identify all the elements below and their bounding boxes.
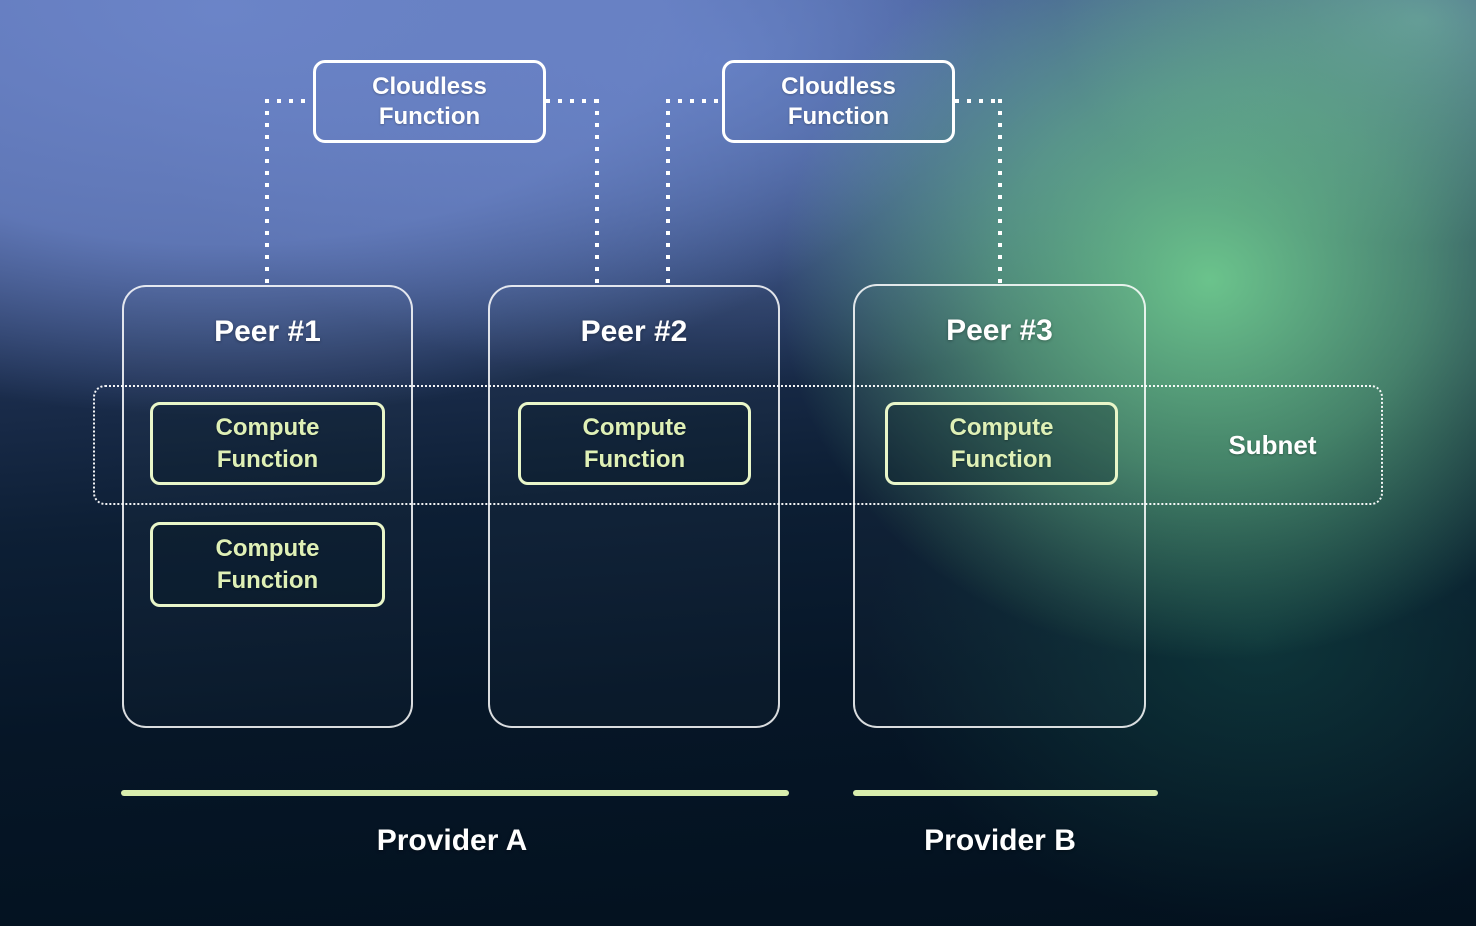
provider-b-label: Provider B — [924, 824, 1076, 857]
peer-1-compute-function-1: Compute Function — [150, 402, 385, 485]
connector-cf2-left-horizontal — [666, 99, 722, 103]
connector-cf2-to-peer3-vertical — [998, 99, 1002, 284]
connector-cf1-to-peer2-vertical — [595, 99, 599, 285]
peer-3-container: Peer #3 Compute Function — [853, 284, 1146, 728]
connector-cf1-to-peer1-vertical — [265, 99, 269, 285]
provider-a-underline — [121, 790, 789, 796]
subnet-label: Subnet — [1228, 430, 1317, 460]
compute-function-label: Compute Function — [215, 414, 320, 473]
connector-cf2-to-peer2-vertical — [666, 99, 670, 285]
peer-1-container: Peer #1 Compute Function Compute Functio… — [122, 285, 413, 728]
peer-1-compute-function-2: Compute Function — [150, 522, 385, 607]
cloudless-function-box-1: Cloudless Function — [313, 60, 546, 143]
peer-3-compute-function-1: Compute Function — [885, 402, 1118, 485]
peer-3-title: Peer #3 — [946, 314, 1053, 347]
connector-cf1-left-horizontal — [265, 99, 313, 103]
cloudless-function-label: Cloudless Function — [781, 73, 896, 130]
peer-2-compute-function-1: Compute Function — [518, 402, 751, 485]
cloudless-function-box-2: Cloudless Function — [722, 60, 955, 143]
provider-a-label: Provider A — [376, 824, 528, 857]
connector-cf1-right-horizontal — [546, 99, 599, 103]
peer-2-container: Peer #2 Compute Function — [488, 285, 780, 728]
provider-b-underline — [853, 790, 1158, 796]
subnet-region — [93, 385, 1383, 505]
compute-function-label: Compute Function — [582, 414, 687, 473]
compute-function-label: Compute Function — [949, 414, 1054, 473]
cloudless-function-label: Cloudless Function — [372, 73, 487, 130]
peer-2-title: Peer #2 — [580, 315, 688, 348]
peer-1-title: Peer #1 — [214, 315, 321, 348]
compute-function-label: Compute Function — [215, 535, 320, 594]
connector-cf2-right-horizontal — [955, 99, 1002, 103]
